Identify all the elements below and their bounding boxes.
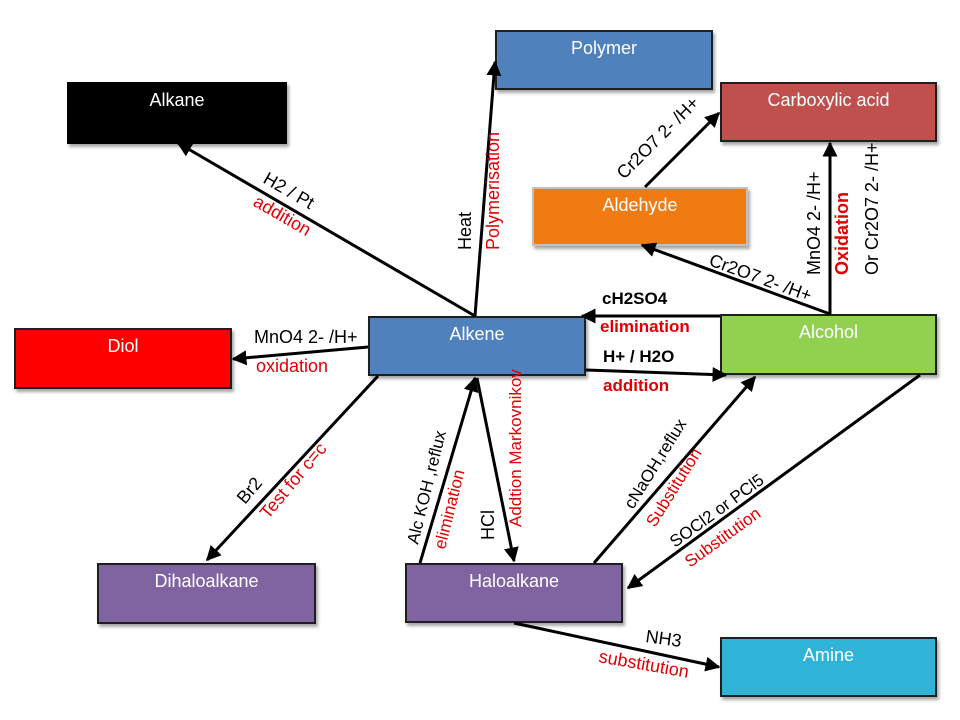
carboxylic-acid-label: Carboxylic acid <box>767 90 890 110</box>
aldehyde-box: Aldehyde <box>532 187 748 246</box>
amine-box: Amine <box>720 637 937 697</box>
alcohol-label: Alcohol <box>798 322 859 342</box>
diol-label: Diol <box>107 336 139 356</box>
alkane-label: Alkane <box>149 90 205 110</box>
alcohol-to-alkene-reagent-label: cH2SO4 <box>602 289 668 308</box>
alcohol-box: Alcohol <box>720 314 937 375</box>
arrow-alcohol-to-aldehyde <box>640 242 831 316</box>
alkane-box: Alkane <box>67 82 287 144</box>
arrow-alkene-to-haloalkane <box>475 377 519 563</box>
arrow-alkene-to-diol <box>231 345 369 366</box>
amine-reagent-label: NH3 <box>644 626 682 651</box>
alcohol-to-acid-alt-reagent-label: Or Cr2O7 2- /H+ <box>862 142 882 275</box>
alcohol-to-acid-reagent-label: MnO4 2- /H+ <box>804 171 824 275</box>
carboxylic-acid-box: Carboxylic acid <box>720 82 937 142</box>
alkene-to-alcohol-reagent-label: H+ / H2O <box>603 347 674 366</box>
arrow-aldehyde-to-carboxylic <box>643 111 721 189</box>
diol-reagent-label: MnO4 2- /H+ <box>254 327 358 347</box>
polymer-type-label: Polymerisation <box>483 132 503 250</box>
haloalkane-label: Haloalkane <box>468 571 560 591</box>
alcohol-to-alkene-type-label: elimination <box>600 317 690 336</box>
dihalo-type-label: Test for c=c <box>256 439 331 523</box>
haloalkane-addition-reagent-label: HCl <box>478 510 498 540</box>
polymer-label: Polymer <box>570 38 637 58</box>
arrow-alkene-to-dihaloalkane <box>205 374 380 562</box>
arrow-haloalkane-to-alcohol <box>592 375 757 564</box>
arrow-alkene-to-alcohol <box>585 367 728 383</box>
arrow-alkene-to-alkane <box>176 141 476 318</box>
alcohol-to-aldehyde-reagent-label: Cr2O7 2- /H+ <box>707 250 815 306</box>
dihaloalkane-box: Dihaloalkane <box>97 563 316 624</box>
arrow-alkene-to-polymer <box>473 60 502 317</box>
alcohol-to-acid-type-label: Oxidation <box>832 192 852 275</box>
arrow-haloalkane-to-alkene <box>418 376 479 564</box>
aldehyde-label: Aldehyde <box>602 195 678 215</box>
haloalkane-box: Haloalkane <box>405 563 623 623</box>
amine-label: Amine <box>802 645 855 665</box>
polymer-reagent-label: Heat <box>455 212 475 250</box>
alkene-box: Alkene <box>368 316 586 376</box>
arrow-alcohol-to-haloalkane <box>626 373 921 590</box>
diol-box: Diol <box>14 328 232 389</box>
arrow-haloalkane-to-amine <box>513 621 721 672</box>
alkene-label: Alkene <box>449 324 505 344</box>
alkene-to-alcohol-type-label: addition <box>603 376 669 395</box>
polymer-box: Polymer <box>495 30 713 90</box>
aldehyde-oxidation-reagent-label: Cr2O7 2- /H+ <box>613 93 703 183</box>
dihaloalkane-label: Dihaloalkane <box>154 571 259 591</box>
haloalkane-addition-type-label: Addtion Markovnikov <box>506 369 525 527</box>
diol-type-label: oxidation <box>256 356 328 376</box>
